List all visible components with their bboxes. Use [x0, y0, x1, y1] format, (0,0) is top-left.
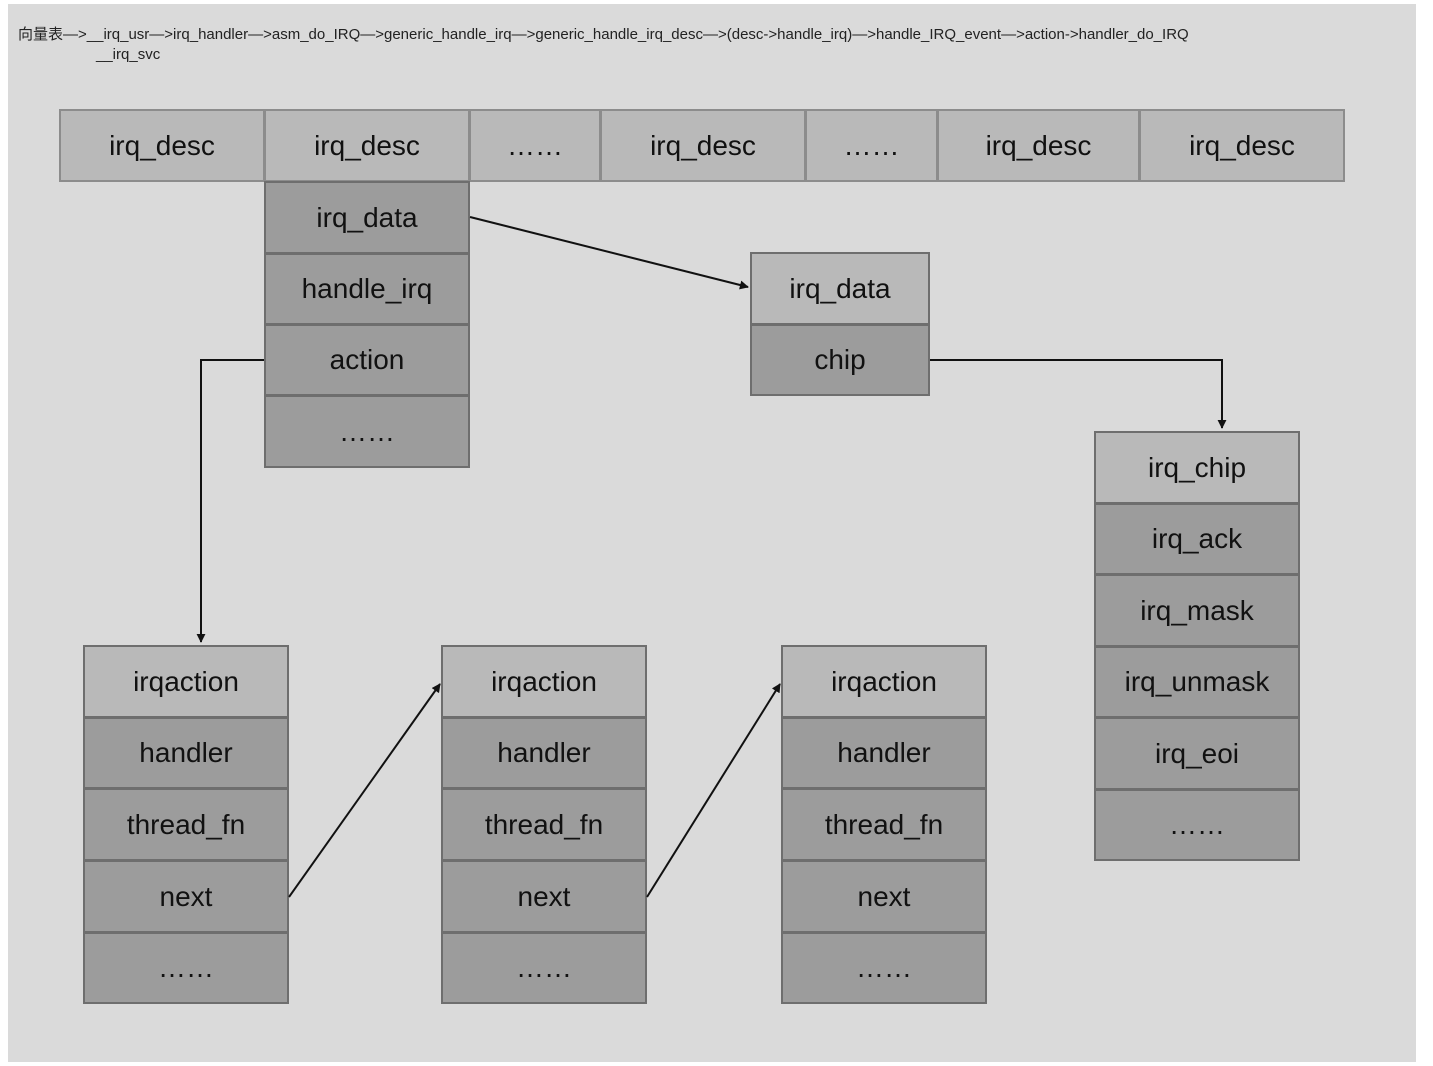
desc-array-ellipsis: …… — [469, 109, 601, 182]
irqaction-field-next: next — [83, 860, 289, 933]
irqaction-field-handler: handler — [441, 717, 647, 789]
call-chain-line1: 向量表—>__irq_usr—>irq_handler—>asm_do_IRQ—… — [18, 26, 1189, 43]
desc-array-cell: irq_desc — [59, 109, 265, 182]
irq-chip-field-mask: irq_mask — [1094, 574, 1300, 647]
desc-field-irq-data: irq_data — [264, 181, 470, 254]
irqaction-field-next: next — [781, 860, 987, 933]
irq-data-field-chip: chip — [750, 324, 930, 396]
irqaction-header: irqaction — [83, 645, 289, 718]
irq-chip-header: irq_chip — [1094, 431, 1300, 504]
desc-array-cell: irq_desc — [264, 109, 470, 182]
irq-chip-field-eoi: irq_eoi — [1094, 717, 1300, 790]
irqaction-field-handler: handler — [781, 717, 987, 789]
irq-data-header: irq_data — [750, 252, 930, 325]
irqaction-field-ellipsis: …… — [441, 932, 647, 1004]
irqaction-field-handler: handler — [83, 717, 289, 789]
desc-array-cell: irq_desc — [600, 109, 806, 182]
irqaction-field-thread-fn: thread_fn — [441, 788, 647, 861]
irq-chip-field-ellipsis: …… — [1094, 789, 1300, 861]
irqaction-field-next: next — [441, 860, 647, 933]
desc-array-cell: irq_desc — [1139, 109, 1345, 182]
desc-array-ellipsis: …… — [805, 109, 938, 182]
call-chain-line2: __irq_svc — [96, 46, 161, 63]
irqaction-field-ellipsis: …… — [83, 932, 289, 1004]
desc-field-action: action — [264, 324, 470, 396]
desc-array-cell: irq_desc — [937, 109, 1140, 182]
irqaction-field-ellipsis: …… — [781, 932, 987, 1004]
desc-field-ellipsis: …… — [264, 395, 470, 468]
irq-chip-field-unmask: irq_unmask — [1094, 646, 1300, 718]
desc-field-handle-irq: handle_irq — [264, 253, 470, 325]
irqaction-field-thread-fn: thread_fn — [83, 788, 289, 861]
irqaction-header: irqaction — [441, 645, 647, 718]
irqaction-field-thread-fn: thread_fn — [781, 788, 987, 861]
irq-chip-field-ack: irq_ack — [1094, 503, 1300, 575]
irqaction-header: irqaction — [781, 645, 987, 718]
